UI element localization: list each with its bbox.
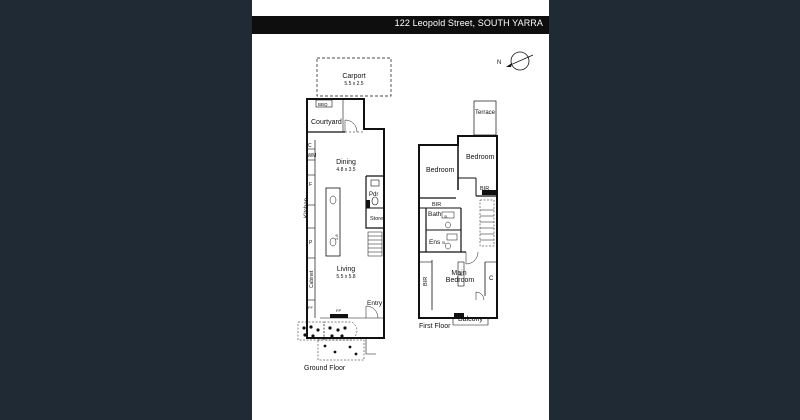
kitchen-dims: 2.8 [334, 234, 339, 240]
main-bedroom-label: Main Bedroom [446, 270, 475, 284]
courtyard-label: Courtyard [311, 119, 342, 126]
terrace-label: Terrace [475, 110, 496, 116]
c-closet-label: C [489, 276, 494, 282]
ground-floor-plan [297, 57, 392, 361]
cabinet-label: Cabinet [309, 270, 315, 288]
carport-outline [316, 57, 392, 97]
address-header: 122 Leopold Street, SOUTH YARRA [252, 16, 549, 34]
terrace-outline [473, 100, 497, 136]
f-label: F [309, 182, 312, 188]
main-bedroom-line-1: Main [451, 270, 466, 277]
store-label: Store [370, 216, 383, 222]
compass-label: N [497, 60, 501, 66]
first-floor-title: First Floor [419, 323, 451, 330]
living-label: Living [337, 266, 355, 273]
main-bedroom-line-2: Bedroom [446, 277, 475, 284]
wm-label: WM [308, 153, 317, 159]
ff-label: FF [308, 305, 313, 310]
bath-label: Bath [428, 211, 442, 218]
dining-label: Dining [336, 159, 356, 166]
pdr-label: Pdr [369, 192, 378, 198]
fp-label: FP [336, 308, 341, 313]
carport-dims: 5.5 x 2.5 [344, 81, 363, 87]
c-label: C [308, 143, 312, 149]
bir-mid-label: BIR [432, 202, 441, 208]
entry-label: Entry [367, 300, 383, 307]
sl-bath-label: SL [444, 215, 448, 219]
bedroom-right-label: Bedroom [466, 154, 495, 161]
carport-label: Carport [342, 73, 365, 80]
ens-label: Ens [429, 239, 441, 246]
compass-arrow-icon [506, 63, 512, 67]
front-garden [297, 321, 365, 361]
dining-dims: 4.8 x 3.5 [336, 167, 355, 173]
bir-left-label: BIR [423, 277, 429, 286]
ground-floor-walls [306, 98, 385, 339]
sl-ens-label: SL [442, 241, 446, 245]
living-dims: 5.5 x 5.8 [336, 274, 355, 280]
kitchen-island [325, 187, 341, 257]
ground-floor-title: Ground Floor [304, 365, 346, 372]
kitchen-label: Kitchen [304, 198, 310, 218]
floor-plan-sheet [252, 0, 549, 420]
p-label: P [309, 240, 313, 246]
bir-top-label: BIR [480, 186, 489, 192]
property-address: 122 Leopold Street, SOUTH YARRA [394, 18, 543, 28]
compass: N [497, 51, 534, 71]
bbq-label: BBQ [318, 102, 328, 107]
sl-main-label: SL [459, 273, 463, 277]
bedroom-left-label: Bedroom [426, 167, 455, 174]
balcony-outline [452, 318, 489, 326]
balcony-label: Balcony [458, 316, 483, 323]
first-floor-plan [418, 100, 498, 326]
